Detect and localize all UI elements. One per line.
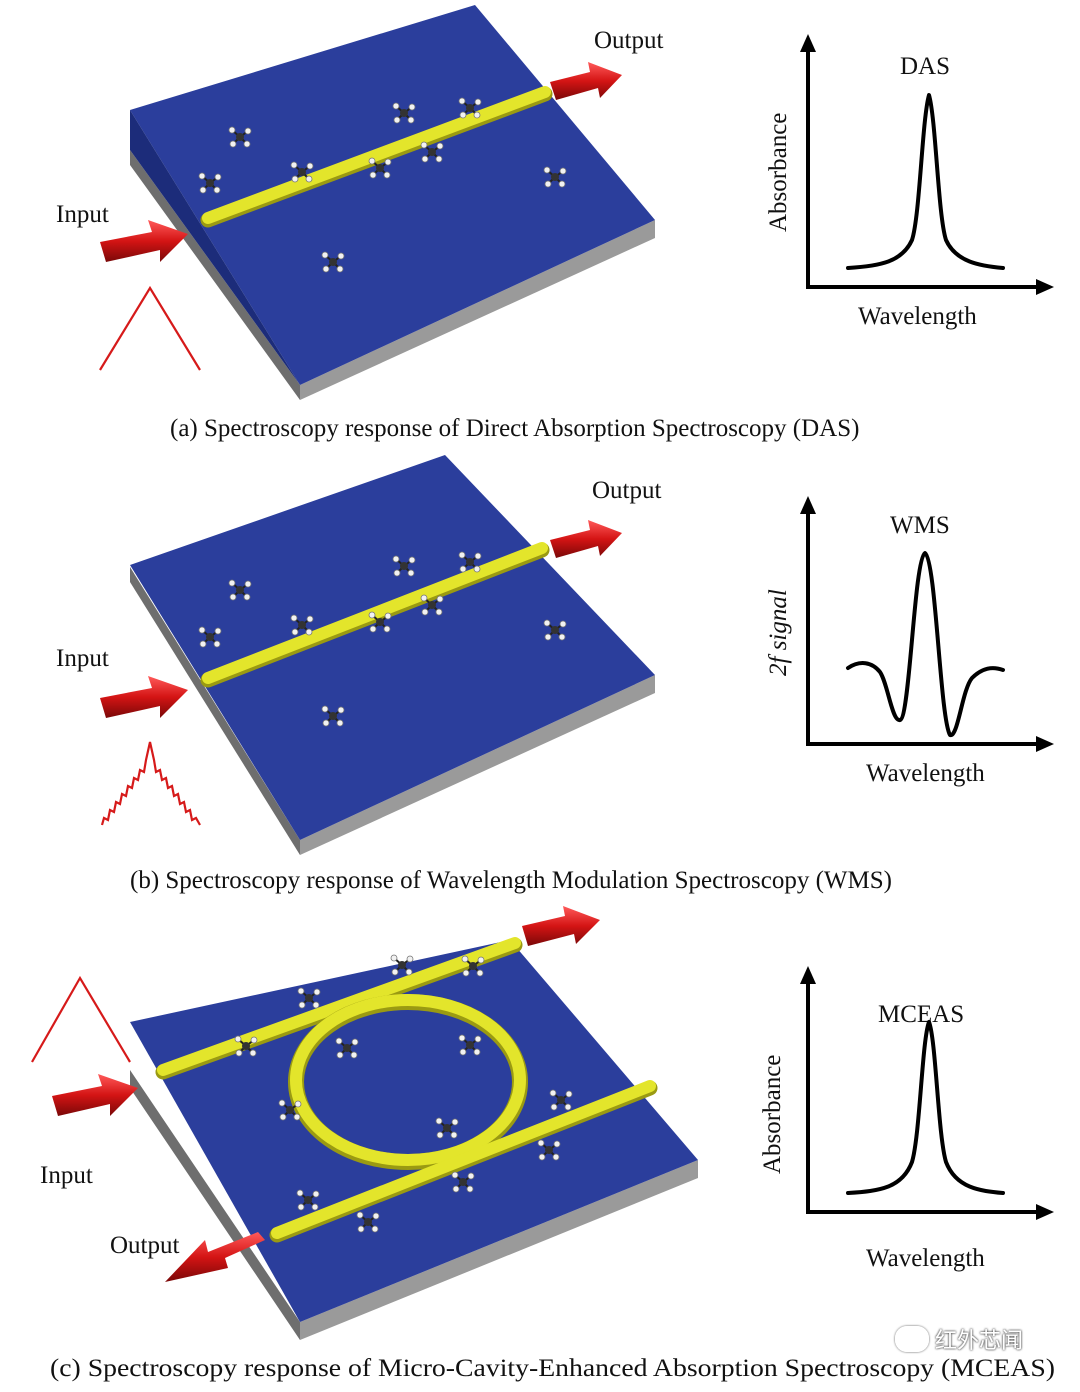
ring-resonator [290,994,526,1166]
input-arrow [100,220,188,262]
substrate-side-front [130,150,300,400]
x-axis-arrowhead [1036,279,1054,295]
output-label: Output [594,27,664,54]
plot-title: DAS [900,53,950,80]
input-label: Input [40,1162,93,1189]
input-signal-triangle [99,285,201,371]
y-axis-label: 2f signal [765,589,792,676]
y-axis-arrowhead [800,966,816,984]
substrate-side-right [300,1160,698,1340]
caption-b: (b) Spectroscopy response of Wavelength … [130,867,892,894]
output-arrow-bottom [165,1232,265,1282]
panel-b: Input Output WMS Wavelength 2f signal (b… [56,455,1054,894]
caption-a: (a) Spectroscopy response of Direct Abso… [170,415,859,442]
y-axis-arrowhead [800,34,816,52]
x-axis-label: Wavelength [858,303,977,330]
substrate-side-right [300,220,655,400]
y-axis-label: Absorbance [759,1055,786,1174]
lower-bus-waveguide [271,1080,656,1239]
x-axis-arrowhead [1036,1204,1054,1220]
panel-c: Input Output MCEAS Wavelength Absorbance… [31,906,1055,1382]
substrate-top [130,455,655,840]
y-axis-arrowhead [800,496,816,514]
x-axis-label: Wavelength [866,1245,985,1272]
watermark: 红外芯闻 [895,1322,1055,1356]
substrate-top-edge [130,110,300,385]
plot-title: WMS [890,512,950,539]
input-arrow [52,1074,138,1116]
caption-c: (c) Spectroscopy response of Micro-Cavit… [50,1355,1055,1382]
substrate-side-right [300,675,655,855]
input-signal-modulated-triangle [100,741,201,826]
plot-mceas: MCEAS Wavelength Absorbance [759,966,1054,1272]
substrate-top [130,5,655,385]
output-arrow [550,62,622,100]
panel-a: Input Output DAS Wavelength Absorbance (… [56,5,1054,442]
straight-waveguide [202,86,551,224]
input-arrow [100,676,188,718]
wechat-icon [895,1326,929,1352]
substrate-side-front [130,1070,300,1340]
substrate-side-front [130,567,300,855]
input-label: Input [56,645,109,672]
watermark-text: 红外芯闻 [935,1329,1024,1354]
upper-bus-waveguide [157,937,521,1076]
x-axis-label: Wavelength [866,760,985,787]
plot-das: DAS Wavelength Absorbance [765,34,1054,330]
output-label: Output [592,477,662,504]
enhanced-absorption-peak-curve [846,1020,1005,1195]
plot-wms: WMS Wavelength 2f signal [765,496,1054,787]
input-signal-triangle [31,975,131,1063]
output-arrow-top [522,906,600,946]
y-axis-label: Absorbance [765,113,792,232]
output-label: Output [110,1232,180,1259]
output-arrow [550,520,622,558]
plot-title: MCEAS [878,1001,964,1028]
absorption-peak-curve [846,93,1005,270]
x-axis-arrowhead [1036,736,1054,752]
second-harmonic-curve [846,551,1005,738]
straight-waveguide [202,542,548,684]
input-label: Input [56,201,109,228]
